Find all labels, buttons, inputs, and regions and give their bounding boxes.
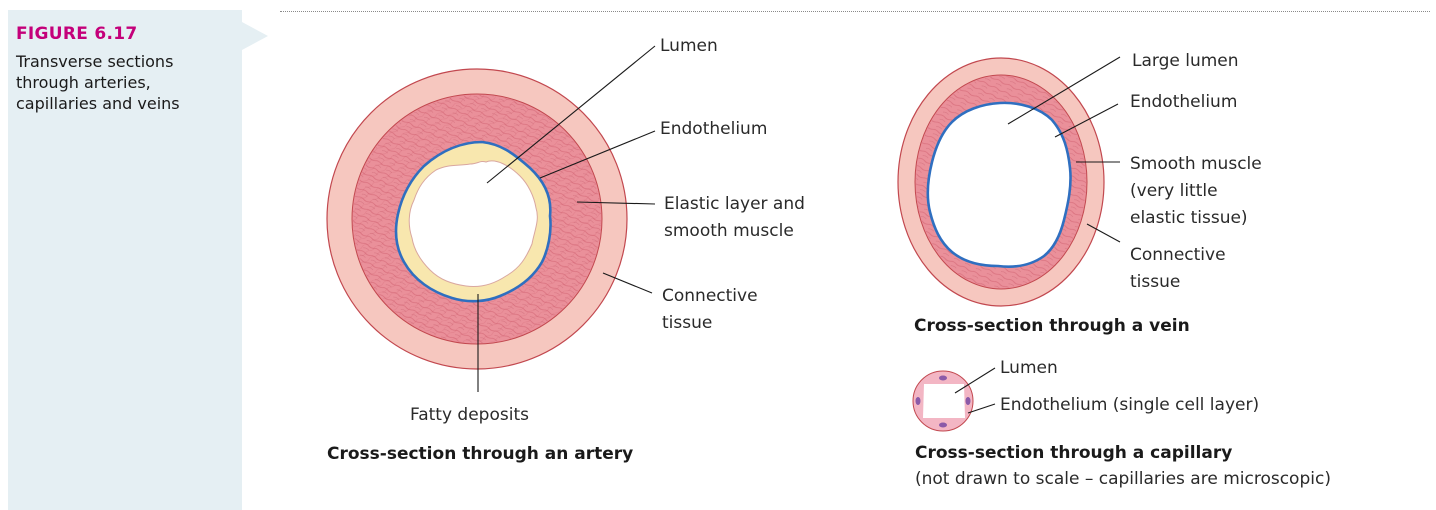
sidebar-pointer bbox=[242, 22, 268, 50]
vein-diagram: Large lumen Endothelium Smooth muscle (v… bbox=[897, 51, 1262, 336]
capillary-nucleus bbox=[939, 422, 947, 428]
capillary-endothelium-label: Endothelium (single cell layer) bbox=[1000, 395, 1259, 415]
artery-lumen-leader bbox=[486, 45, 656, 184]
vein-lumen bbox=[926, 101, 1072, 268]
figure-caption: Transverse sections through arteries, ca… bbox=[16, 51, 236, 114]
vein-endothelium-label: Endothelium bbox=[1130, 92, 1237, 112]
capillary-nucleus bbox=[915, 397, 921, 405]
vein-lumen-leader bbox=[1007, 56, 1121, 125]
vein-muscle-label: Smooth muscle bbox=[1130, 154, 1262, 174]
vein-muscle-label: elastic tissue) bbox=[1130, 208, 1248, 228]
figure-sidebar bbox=[8, 10, 242, 510]
figure-label: FIGURE 6.17 bbox=[16, 24, 138, 44]
capillary-lumen bbox=[923, 384, 965, 418]
artery-lumen-label: Lumen bbox=[660, 36, 718, 56]
capillary-lumen-leader bbox=[954, 367, 996, 394]
caption-line: through arteries, bbox=[16, 73, 151, 92]
vein-lumen-label: Large lumen bbox=[1132, 51, 1239, 71]
artery-elastic-label: Elastic layer and bbox=[664, 194, 805, 214]
vein-muscle-label: (very little bbox=[1130, 181, 1218, 201]
artery-connective-leader bbox=[602, 272, 653, 294]
capillary-nucleus bbox=[939, 375, 947, 381]
vein-title: Cross-section through a vein bbox=[914, 316, 1190, 336]
capillary-note: (not drawn to scale – capillaries are mi… bbox=[915, 469, 1331, 489]
artery-endothelium-label: Endothelium bbox=[660, 119, 767, 139]
vein-endothelium-leader bbox=[1054, 103, 1119, 138]
artery-lumen bbox=[408, 160, 538, 287]
vein-connective-label: tissue bbox=[1130, 272, 1180, 292]
vein-connective-leader bbox=[1086, 223, 1121, 243]
caption-line: capillaries and veins bbox=[16, 94, 180, 113]
vein-connective-label: Connective bbox=[1130, 245, 1226, 265]
artery-connective-label: Connective bbox=[662, 286, 758, 306]
artery-diagram: Lumen Endothelium Elastic layer and smoo… bbox=[326, 36, 805, 464]
capillary-diagram: Lumen Endothelium (single cell layer) Cr… bbox=[912, 358, 1331, 489]
top-rule bbox=[280, 11, 1430, 12]
artery-elastic-leader bbox=[576, 201, 656, 205]
capillary-nucleus bbox=[965, 397, 971, 405]
caption-line: Transverse sections bbox=[16, 52, 174, 71]
artery-elastic-label: smooth muscle bbox=[664, 221, 794, 241]
artery-endothelium-leader bbox=[539, 130, 656, 179]
capillary-endothelium-leader bbox=[967, 403, 996, 414]
artery-fatty-label: Fatty deposits bbox=[410, 405, 529, 425]
capillary-title: Cross-section through a capillary bbox=[915, 443, 1232, 463]
artery-connective-label: tissue bbox=[662, 313, 712, 333]
artery-title: Cross-section through an artery bbox=[327, 444, 633, 464]
capillary-lumen-label: Lumen bbox=[1000, 358, 1058, 378]
